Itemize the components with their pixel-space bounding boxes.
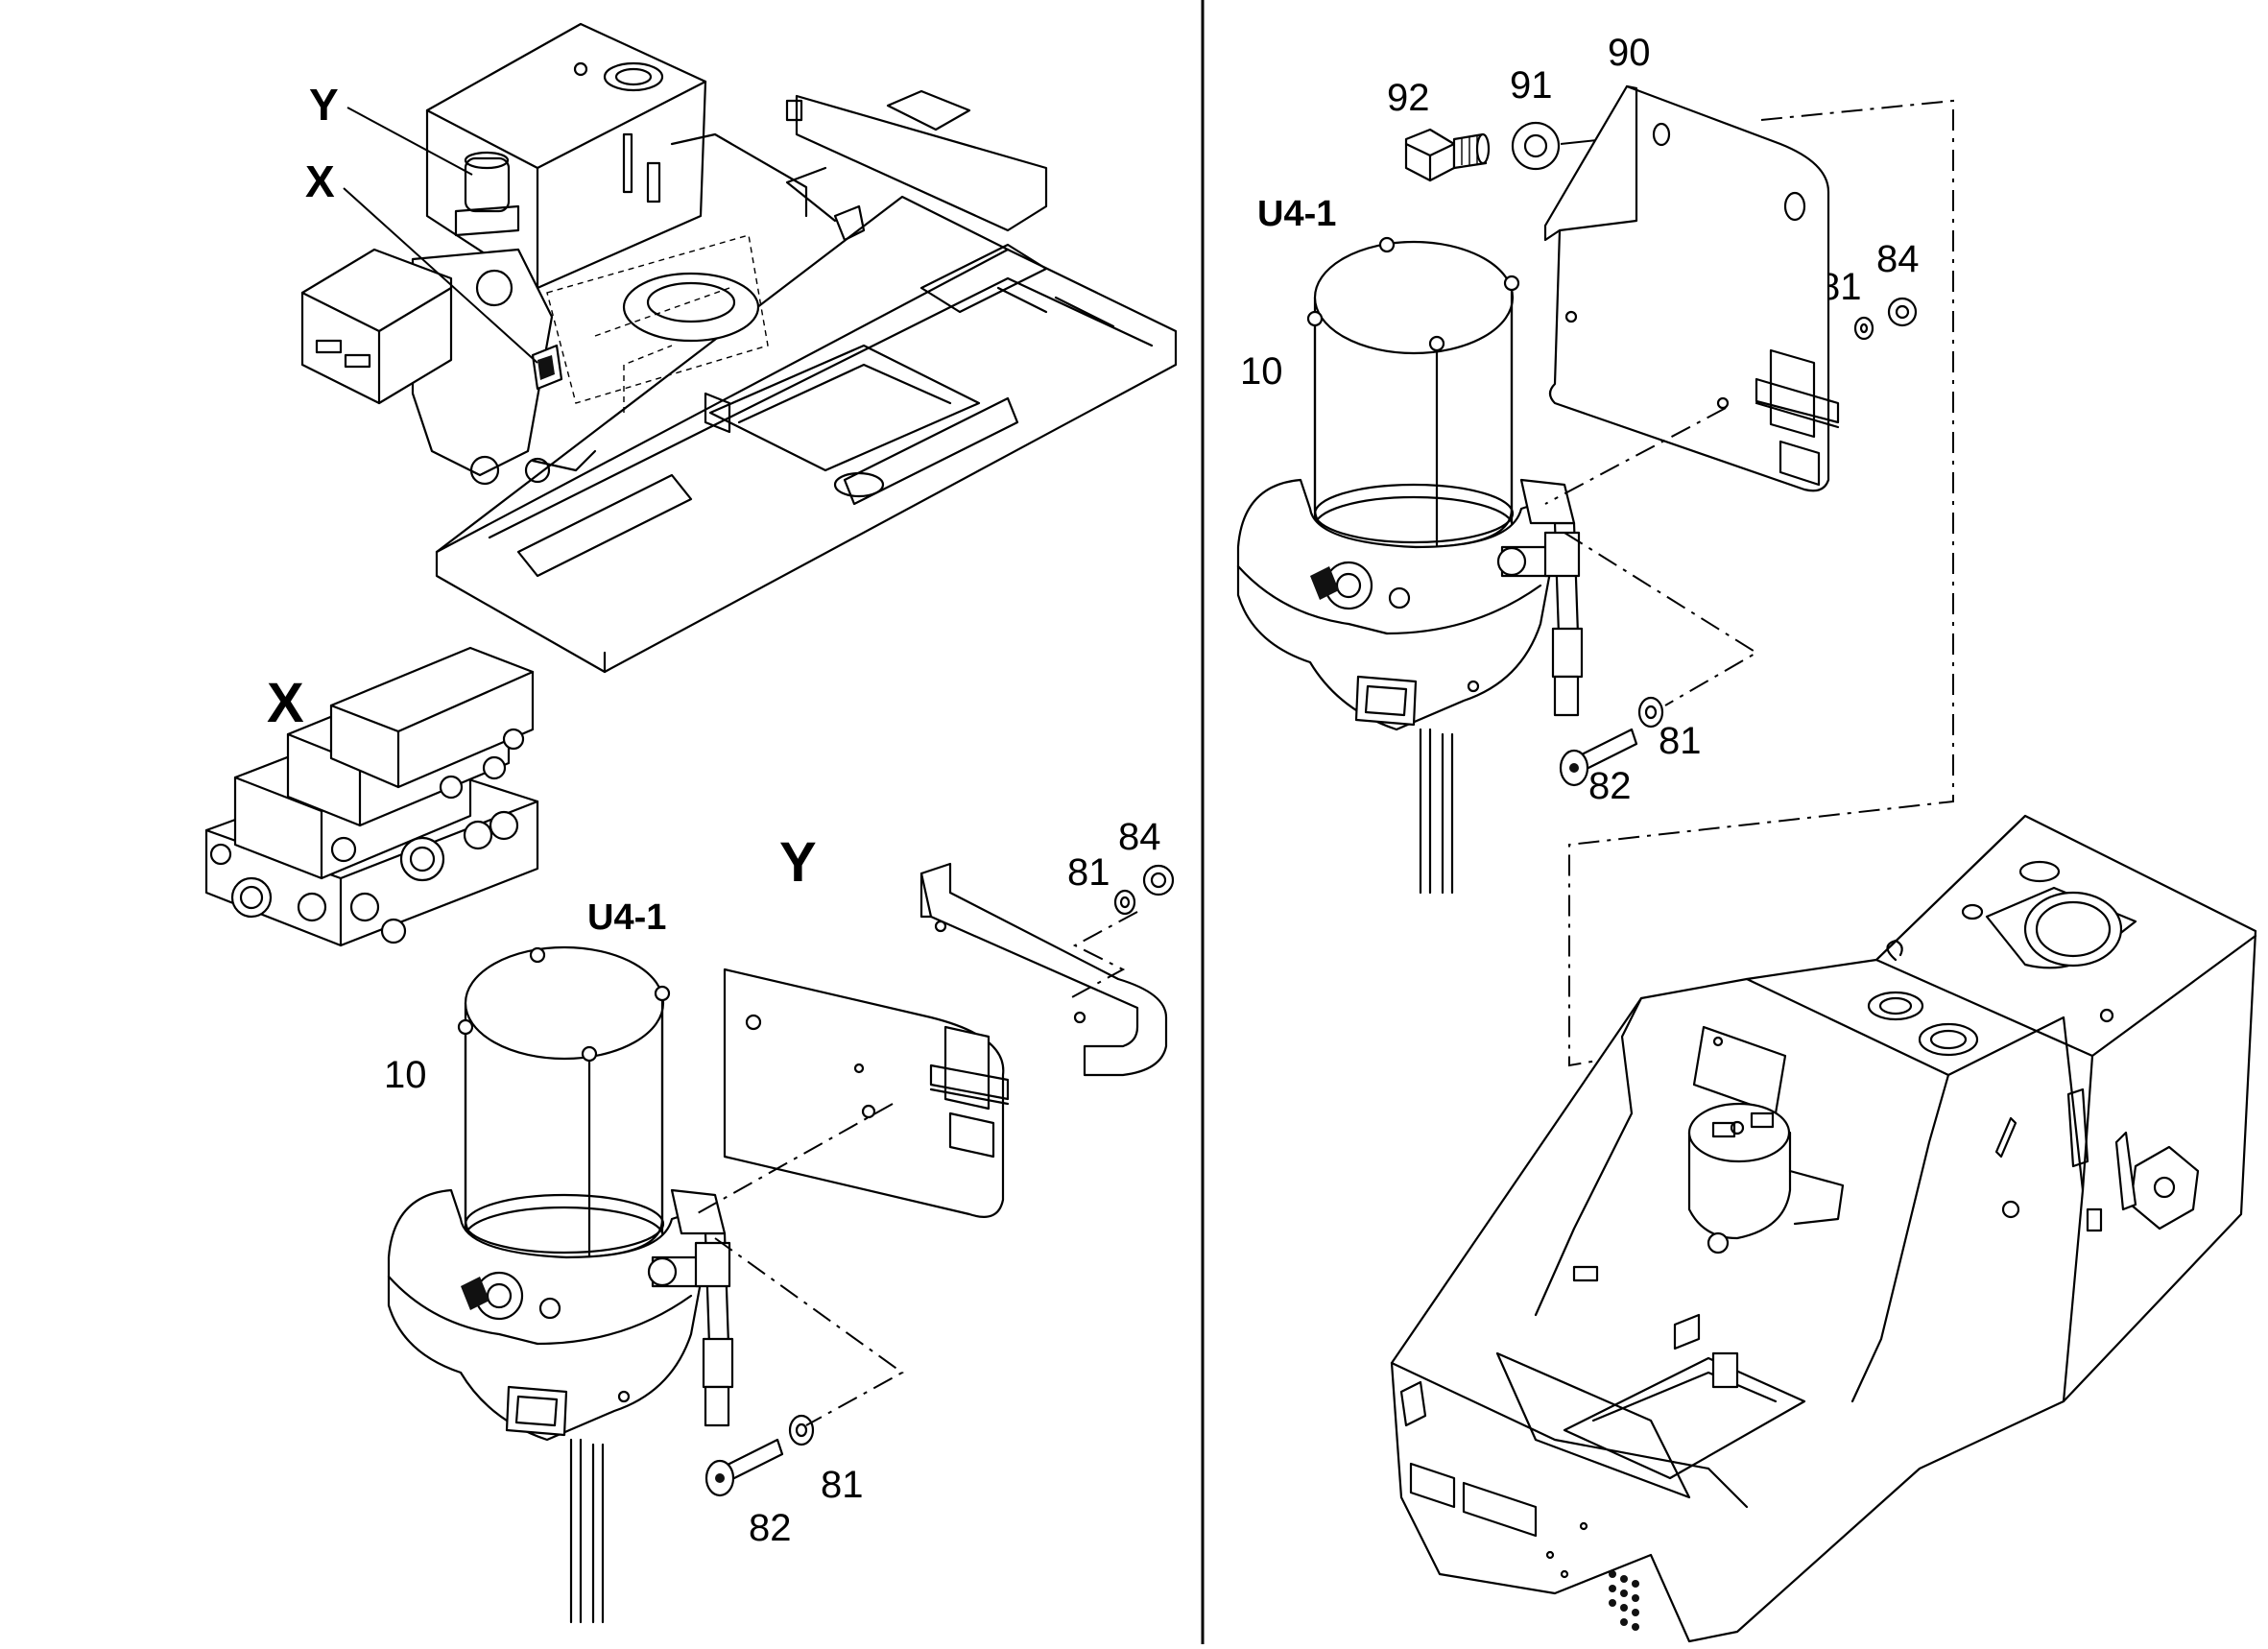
view-label-x: X — [305, 156, 335, 206]
callout-82-right: 82 — [1588, 765, 1632, 807]
callout-10-left: 10 — [384, 1054, 427, 1096]
hardware-right-top — [1853, 297, 1918, 341]
housing-assembly — [1390, 814, 2257, 1643]
callout-84-left: 84 — [1118, 816, 1161, 858]
centerline-left-3 — [714, 1237, 904, 1426]
view-label-y: Y — [309, 80, 339, 130]
detail-label-x: X — [267, 672, 304, 734]
centerline-right-2 — [1564, 532, 1758, 706]
centerline-left-1 — [1069, 911, 1138, 999]
hardware-right-bottom — [1559, 696, 1664, 787]
centerline-left-2 — [695, 1103, 894, 1215]
label-u4-1-right: U4-1 — [1257, 194, 1336, 234]
callout-10-right: 10 — [1240, 350, 1283, 393]
clamp-bracket-left — [919, 862, 1168, 1077]
callout-84-right: 84 — [1876, 238, 1920, 280]
hardware-left — [704, 864, 1175, 1497]
centerline-right-1 — [1544, 407, 1727, 505]
label-u4-1-left: U4-1 — [587, 897, 666, 938]
callout-81-left-lower: 81 — [821, 1464, 864, 1506]
distributor-block-x — [204, 646, 539, 947]
callout-82-left: 82 — [749, 1507, 792, 1549]
lube-pump-left — [387, 945, 734, 1624]
bolt-92 — [1404, 128, 1491, 182]
callout-81-right-lower: 81 — [1659, 720, 1702, 762]
mounting-plate-left — [723, 968, 1010, 1218]
mounting-plate-90 — [1543, 84, 1840, 492]
callout-90: 90 — [1608, 32, 1651, 74]
leader-x — [343, 187, 538, 364]
vent-grid — [1609, 1570, 1639, 1631]
washer-91 — [1511, 121, 1561, 171]
detail-label-y: Y — [779, 831, 817, 894]
callout-81-left-upper: 81 — [1067, 851, 1110, 894]
machine-frame-overview — [300, 22, 1178, 674]
lube-pump-right — [1236, 236, 1584, 895]
leader-y — [346, 107, 473, 176]
callout-92: 92 — [1387, 77, 1430, 119]
callout-91: 91 — [1510, 64, 1553, 107]
